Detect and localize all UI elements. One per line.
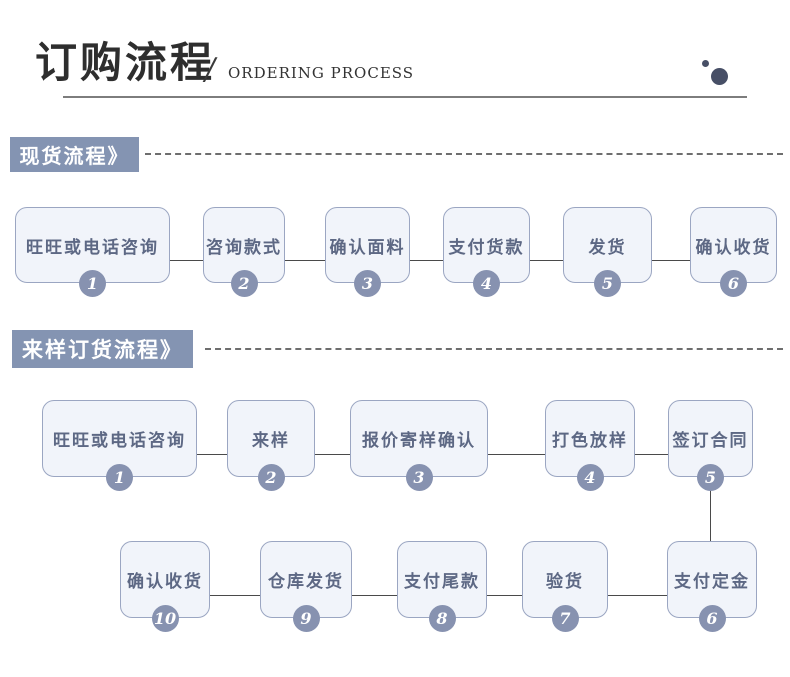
flow-step-label: 确认收货 (695, 237, 772, 257)
flow-step-number: 1 (106, 463, 133, 491)
flow-connector (210, 595, 260, 596)
flow-step-box: 确认收货 (690, 207, 777, 283)
flow-step-label: 确认面料 (329, 237, 406, 257)
page-subtitle: ORDERING PROCESS (228, 64, 415, 82)
flow-connector (652, 260, 690, 261)
section-dashed-rule (145, 153, 783, 155)
flow-step-label: 确认收货 (127, 572, 203, 591)
flow-step-number: 4 (473, 269, 500, 297)
flow-step-box: 确认收货 (120, 541, 210, 618)
flow-connector (197, 454, 227, 455)
section-badge: 来样订货流程》 (12, 330, 193, 368)
section-badge: 现货流程》 (10, 137, 139, 172)
page-title: 订购流程 (35, 39, 216, 86)
flow-step-number: 3 (405, 463, 433, 491)
flow-step-label: 支付尾款 (404, 572, 480, 591)
flow-connector (170, 260, 203, 261)
title-slash: / (205, 52, 216, 87)
flow-connector (285, 260, 325, 261)
flow-step-label: 报价寄样确认 (362, 431, 476, 450)
flow-step-label: 旺旺或电话咨询 (26, 237, 159, 257)
flow-step-number: 9 (292, 604, 320, 632)
flow-step-label: 签订合同 (672, 431, 749, 450)
flow-step-number: 6 (698, 604, 726, 632)
flow-connector (488, 454, 545, 455)
flow-connector (352, 595, 397, 596)
flow-connector-vertical (710, 477, 711, 541)
flow-step-number: 4 (576, 463, 604, 491)
flow-connector (315, 454, 350, 455)
flow-connector (530, 260, 563, 261)
flow-step-label: 旺旺或电话咨询 (53, 431, 186, 450)
flow-step-label: 验货 (546, 572, 584, 591)
flow-step-label: 来样 (252, 431, 290, 450)
flow-step-box: 仓库发货 (260, 541, 352, 618)
flow-connector (410, 260, 443, 261)
section-dashed-rule (205, 348, 783, 350)
flow-step-label: 支付定金 (674, 572, 750, 591)
flow-step-number: 5 (697, 463, 724, 491)
flow-connector (487, 595, 522, 596)
flow-step-label: 发货 (588, 237, 627, 257)
flow-step-label: 打色放样 (552, 431, 628, 450)
flow-step-number: 2 (230, 269, 258, 297)
flow-connector (608, 595, 667, 596)
flow-step-number: 5 (594, 269, 621, 297)
decor-dot-small-icon (702, 60, 709, 67)
flow-step-number: 6 (720, 269, 747, 297)
header-divider (63, 96, 747, 98)
flow-step-label: 仓库发货 (268, 572, 344, 591)
decor-dot-big-icon (711, 68, 728, 85)
flow-connector (635, 454, 668, 455)
flow-step-label: 支付货款 (448, 237, 525, 257)
flow-step-label: 咨询款式 (206, 237, 282, 257)
flow-step-box: 支付定金 (667, 541, 757, 618)
flow-step-number: 7 (551, 604, 579, 632)
flow-step-number: 1 (79, 269, 106, 297)
flow-step-number: 10 (151, 604, 179, 632)
flow-step-number: 8 (428, 604, 456, 632)
flow-step-number: 2 (257, 463, 285, 491)
flow-step-number: 3 (354, 269, 381, 297)
